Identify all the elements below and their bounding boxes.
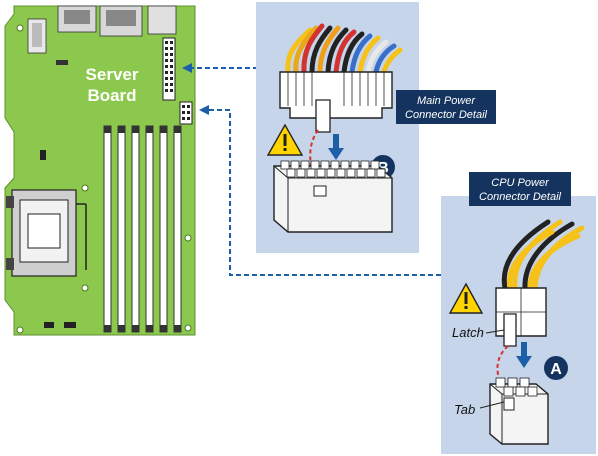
cpu-socket: [6, 189, 87, 277]
leader-arrow-cpu: [199, 105, 209, 115]
step-badge-b-label: B: [377, 160, 389, 177]
latch-label: Latch: [452, 325, 484, 340]
leader-lines: [190, 67, 441, 276]
main-power-callout: Main Power Connector Detail: [396, 90, 496, 124]
main-power-receptacle: [273, 160, 393, 233]
step-badge-a-label: A: [550, 361, 562, 378]
cpu-power-caption-line2: Connector Detail: [479, 191, 561, 203]
step-badge-a: [544, 356, 568, 380]
cpu-power-panel: A Latch Tab: [441, 196, 596, 454]
warning-icon: [266, 123, 304, 156]
down-arrow-icon: [328, 134, 344, 160]
cpu-power-caption-line1: CPU Power: [491, 177, 550, 189]
tab-label: Tab: [454, 402, 475, 417]
cpu-power-wires: [501, 219, 585, 291]
leader-arrow-main: [182, 63, 192, 73]
server-board: Server Board: [4, 5, 196, 336]
board-title-line2: Board: [87, 86, 136, 105]
cpu-warning-icon: [448, 282, 484, 314]
cpu-down-arrow-icon: [516, 342, 532, 368]
main-power-caption-line2: Connector Detail: [405, 109, 487, 121]
cpu-power-callout: CPU Power Connector Detail: [469, 172, 571, 206]
board-title-line1: Server: [86, 65, 139, 84]
main-power-caption-line1: Main Power: [417, 95, 476, 107]
main-power-wires: [285, 23, 403, 75]
main-power-panel: B: [256, 2, 419, 253]
cpu-power-receptacle: [489, 377, 549, 445]
